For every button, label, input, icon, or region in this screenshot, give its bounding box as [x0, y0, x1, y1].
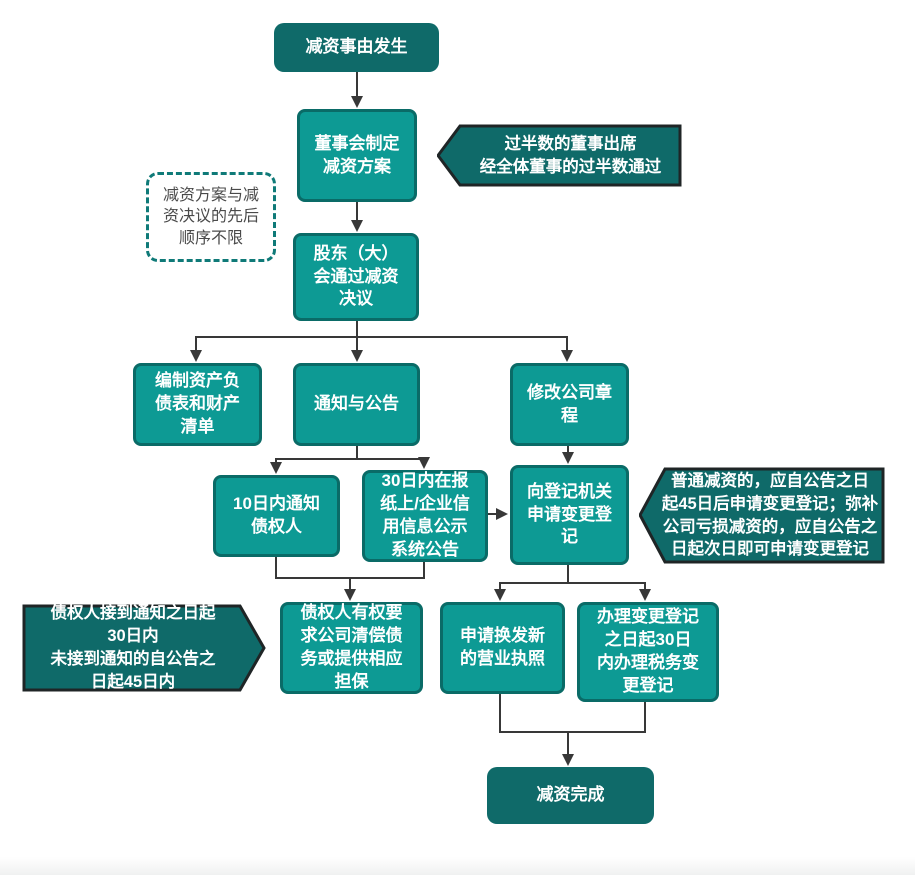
- page-bottom-edge: [0, 857, 915, 875]
- node-balance-sheet: 编制资产负 债表和财产 清单: [133, 363, 262, 446]
- node-creditor-claims: 债权人有权要 求公司清偿债 务或提供相应 担保: [280, 602, 423, 694]
- callout-creditor-window: 债权人接到通知之日起 30日内 未接到通知的自公告之 日起45日内: [22, 604, 266, 692]
- node-public-announcement: 30日内在报 纸上/企业信 用信息公示 系统公告: [362, 470, 488, 562]
- node-complete: 减资完成: [487, 767, 654, 824]
- callout-register-timing: 普通减资的，应自公告之日 起45日后申请变更登记；弥补 公司亏损减资的，应自公告…: [639, 467, 885, 564]
- callout-right-arrow-shape: [22, 604, 266, 692]
- node-amend-charter: 修改公司章 程: [510, 363, 629, 446]
- node-board-plan: 董事会制定 减资方案: [297, 109, 417, 202]
- node-start: 减资事由发生: [274, 23, 439, 72]
- callout-register-timing-text: 普通减资的，应自公告之日 起45日后申请变更登记；弥补 公司亏损减资的，应自公告…: [661, 471, 879, 559]
- node-notify-creditors: 10日内通知 债权人: [213, 475, 340, 557]
- node-tax-registration: 办理变更登记 之日起30日 内办理税务变 更登记: [577, 602, 719, 702]
- callout-board-quorum: 过半数的董事出席 经全体董事的过半数通过: [437, 124, 682, 187]
- callout-left-arrow-shape: [437, 124, 682, 187]
- callout-board-quorum-text: 过半数的董事出席 经全体董事的过半数通过: [479, 134, 662, 176]
- note-order-unrestricted: 减资方案与减 资决议的先后 顺序不限: [146, 172, 276, 262]
- node-notice-announcement: 通知与公告: [293, 363, 420, 446]
- callout-creditor-window-text: 债权人接到通知之日起 30日内 未接到通知的自公告之 日起45日内: [50, 604, 216, 691]
- callout-left-arrow-shape: [639, 467, 885, 564]
- node-apply-registration: 向登记机关 申请变更登 记: [510, 465, 629, 565]
- node-new-license: 申请换发新 的营业执照: [440, 602, 565, 694]
- node-shareholder-resolution: 股东（大） 会通过减资 决议: [293, 233, 419, 321]
